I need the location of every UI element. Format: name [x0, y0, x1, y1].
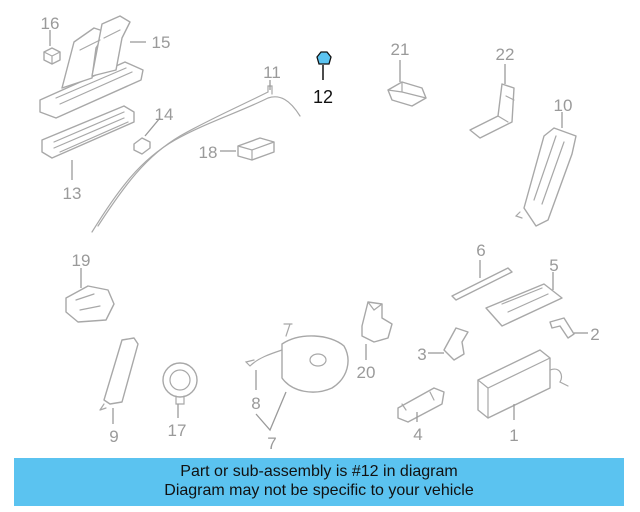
part-9-trim [99, 337, 139, 411]
callout-9: 9 [109, 427, 118, 446]
part-19-bracket [65, 285, 115, 323]
part-2-bracket [549, 317, 575, 339]
banner-line-1: Part or sub-assembly is #12 in diagram [180, 463, 458, 480]
part-6-strip [451, 267, 513, 301]
callout-12: 12 [313, 87, 333, 107]
callout-11: 11 [263, 63, 281, 82]
callout-20: 20 [357, 363, 376, 382]
callout-8: 8 [251, 394, 260, 413]
part-1-passenger-airbag [477, 349, 569, 419]
part-22-bracket [469, 83, 515, 139]
part-8-wiring [244, 349, 283, 367]
callout-line-7 [255, 391, 287, 432]
callout-1: 1 [509, 426, 518, 445]
part-4-bracket [397, 387, 445, 423]
part-21-sensor [387, 81, 427, 107]
part-20-sensor [361, 301, 393, 343]
callout-3: 3 [417, 345, 426, 364]
part-13-module [41, 105, 135, 159]
part-15-bracket [39, 15, 144, 119]
part-14-clip [133, 137, 151, 155]
callout-5: 5 [549, 256, 558, 275]
part-10-side-airbag [514, 127, 577, 227]
callout-13: 13 [63, 184, 82, 203]
callout-2: 2 [590, 325, 599, 344]
callout-14: 14 [155, 105, 174, 124]
callout-10: 10 [554, 96, 573, 115]
part-12-highlighted [316, 51, 332, 65]
part-12-shape [316, 51, 332, 65]
part-7-driver-airbag [281, 323, 349, 393]
part-16-clip [43, 47, 61, 65]
part-3-bracket [443, 327, 469, 361]
callout-6: 6 [476, 241, 485, 260]
callout-22: 22 [496, 45, 515, 64]
callout-21: 21 [391, 40, 410, 59]
callout-19: 19 [72, 251, 91, 270]
callout-4: 4 [413, 425, 422, 444]
part-5-plate [485, 283, 563, 327]
callout-16: 16 [41, 14, 60, 33]
part-17-clockspring [162, 362, 198, 405]
callout-18: 18 [199, 143, 218, 162]
part-18-sensor [237, 137, 275, 161]
callout-17: 17 [168, 421, 187, 440]
callout-15: 15 [152, 33, 171, 52]
banner-line-2: Diagram may not be specific to your vehi… [164, 482, 474, 499]
callout-line-14 [144, 117, 161, 137]
info-banner: Part or sub-assembly is #12 in diagram D… [14, 458, 624, 506]
callout-7: 7 [267, 434, 276, 453]
